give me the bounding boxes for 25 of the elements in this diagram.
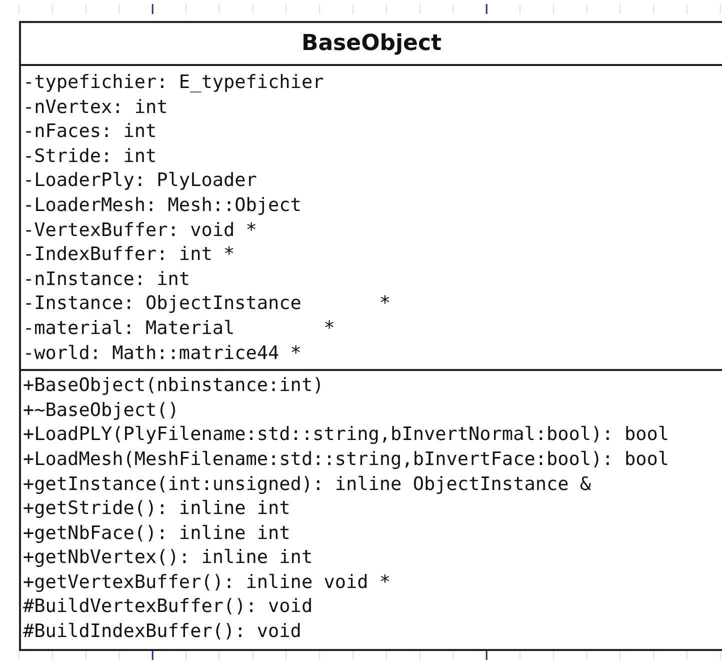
attribute: -material: Material *	[22, 316, 336, 341]
attribute: -world: Math::matrice44 *	[22, 342, 302, 366]
attribute: -VertexBuffer: void *	[22, 218, 258, 243]
attribute: -IndexBuffer: int *	[22, 243, 236, 268]
operation: +getStride(): inline int	[22, 497, 292, 522]
operation: +getVertexBuffer(): inline void *	[22, 570, 392, 595]
attribute: -Instance: ObjectInstance *	[22, 292, 392, 316]
attribute: -Stride: int	[22, 144, 158, 169]
operation: +~BaseObject()	[22, 398, 180, 423]
operation: +getInstance(int:unsigned): inline ObjectInstance &	[22, 472, 592, 496]
operation: +getNbVertex(): inline int	[22, 546, 314, 570]
operation: +LoadPLY(PlyFilename:std::string,bInvertNormal:bool): bool	[22, 423, 670, 448]
operation: #BuildIndexBuffer(): void	[22, 620, 302, 644]
attribute: -nFaces: int	[22, 120, 158, 144]
operation: +getNbFace(): inline int	[22, 522, 292, 546]
attribute: -LoaderPly: PlyLoader	[22, 169, 258, 194]
attribute: -nVertex: int	[22, 96, 169, 120]
attribute: -nInstance: int	[22, 268, 192, 292]
operation: +BaseObject(nbinstance:int)	[22, 374, 325, 398]
attribute: -typefichier: E_typefichier	[22, 71, 325, 95]
class-name: BaseObject	[21, 23, 722, 66]
class-box	[19, 21, 722, 651]
operation: #BuildVertexBuffer(): void	[22, 595, 314, 620]
attribute: -LoaderMesh: Mesh::Object	[22, 194, 302, 218]
operation: +LoadMesh(MeshFilename:std::string,bInvertFace:bool): bool	[22, 448, 670, 472]
